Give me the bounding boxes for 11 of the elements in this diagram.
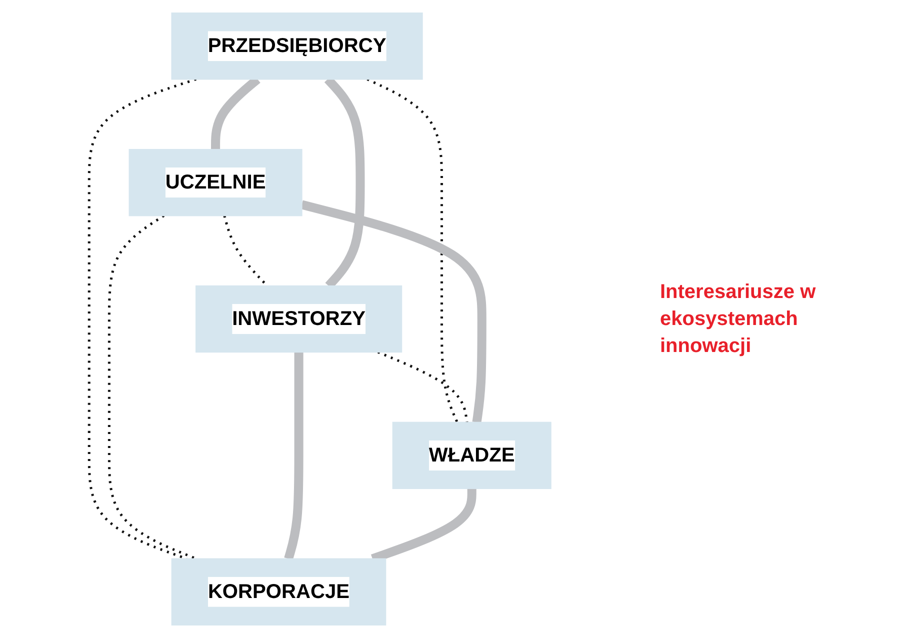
- ring-arc: [300, 200, 486, 423]
- dotted-line: [88, 78, 197, 560]
- dotted-line: [108, 214, 197, 560]
- stakeholder-box: WŁADZE: [392, 422, 552, 490]
- center-note: Interesariusze w ekosystemach innowacji: [660, 280, 817, 358]
- stakeholder-box: UCZELNIE: [128, 148, 302, 216]
- stakeholder-box: PRZEDSIĘBIORCY: [171, 12, 423, 80]
- stakeholder-box: INWESTORZY: [195, 285, 402, 353]
- dotted-line: [366, 78, 458, 423]
- stakeholder-box: KORPORACJE: [171, 558, 386, 626]
- ring-arc: [284, 352, 304, 560]
